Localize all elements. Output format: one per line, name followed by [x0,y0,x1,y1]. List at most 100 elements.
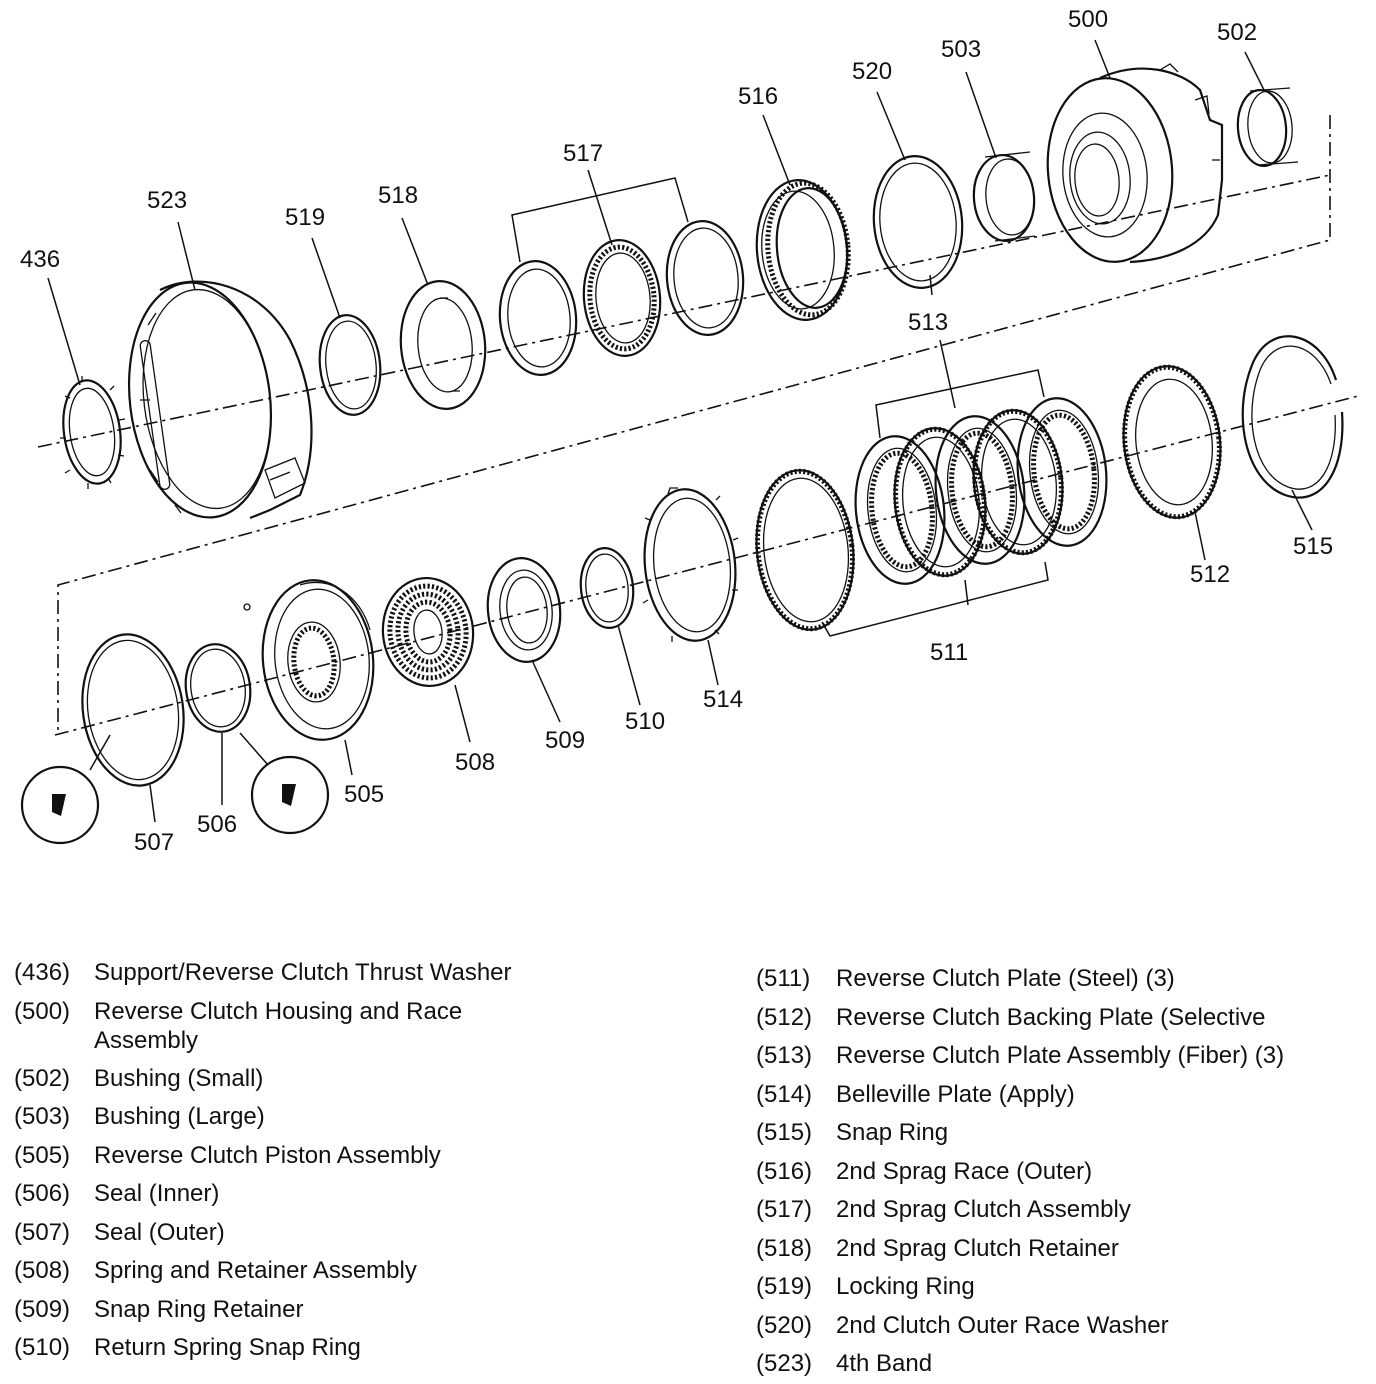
part-510-return-spring-snap-ring [579,547,635,629]
legend-row: (516) 2nd Sprag Race (Outer) [756,1153,1376,1192]
lubricate-symbol-left [20,765,100,845]
callout-517: 517 [563,140,603,167]
part-511-steel-plates [755,408,1064,632]
legend-desc: Seal (Outer) [94,1218,225,1246]
part-506-seal-inner [184,643,252,733]
legend-desc: 2nd Clutch Outer Race Washer [836,1311,1169,1339]
legend-code: (511) [756,965,811,992]
part-509-snap-ring-retainer [486,557,562,663]
part-520-outer-race-washer [872,155,964,289]
legend-desc: Reverse Clutch Piston Assembly [94,1141,441,1169]
callout-436: 436 [20,246,60,273]
legend-row: (511) Reverse Clutch Plate (Steel) (3) [756,960,1376,999]
part-500-reverse-clutch-housing [1046,63,1224,264]
legend-desc: 2nd Sprag Clutch Retainer [836,1234,1119,1262]
callout-523: 523 [147,187,187,214]
row-connector-line [57,115,1331,735]
legend-code: (519) [756,1273,813,1300]
legend-desc: Seal (Inner) [94,1180,220,1207]
legend-row: (508)Spring and Retainer Assembly [14,1252,634,1291]
legend-code: (514) [756,1080,813,1108]
legend-row: (514) Belleville Plate (Apply) [756,1076,1376,1115]
callout-516: 516 [738,83,778,110]
part-508-spring-retainer [381,576,475,688]
callout-514: 514 [703,686,743,713]
legend-desc: 4th Band [836,1350,933,1377]
callout-507: 507 [134,829,174,856]
legend-row: (517)2nd Sprag Clutch Assembly [756,1191,1376,1230]
legend-code: (513) [756,1042,813,1069]
legend-code: (509) [14,1295,71,1323]
callout-515: 515 [1293,533,1333,560]
callout-518: 518 [378,182,418,209]
part-515-snap-ring [1241,335,1344,499]
callout-511: 511 [930,639,968,666]
legend-row: (510)Return Spring Snap Ring [14,1329,634,1368]
callout-500: 500 [1068,6,1108,33]
part-518-sprag-clutch-retainer [399,280,487,410]
lubricate-symbol-right [250,755,330,835]
legend-desc: Snap Ring Retainer [94,1295,304,1323]
legend-desc: 2nd Sprag Race (Outer) [836,1157,1093,1185]
legend-desc: 2nd Sprag Clutch Assembly [836,1196,1131,1223]
bracket-511 [821,561,1049,637]
callout-506: 506 [197,811,237,838]
bracket-517 [511,177,689,263]
lower-center-axis [54,395,1359,736]
callout-520: 520 [852,58,892,85]
legend-code: (515) [756,1119,813,1146]
part-503-bushing-large [972,151,1036,243]
part-507-seal-outer [81,633,185,787]
part-517-sprag-clutch-assembly [498,220,745,376]
legend-code: (502) [14,1064,71,1092]
legend-row: (523)4th Band [756,1345,1376,1384]
legend-row: (520)2nd Clutch Outer Race Washer [756,1307,1376,1346]
legend-row: (503) Bushing (Large) [14,1098,634,1137]
legend-row: (506) Seal (Inner) [14,1175,634,1214]
callout-505: 505 [344,781,384,808]
legend-code: (512) [756,1003,813,1031]
legend-row: (500) Reverse Clutch Housing and Race Ass… [14,993,634,1060]
legend-code: (507) [14,1218,71,1246]
legend-row: (512) Reverse Clutch Backing Plate (Selec… [756,999,1376,1038]
callout-509: 509 [545,727,585,754]
legend-row: (513) Reverse Clutch Plate Assembly (Fibe… [756,1037,1376,1076]
legend-desc: Reverse Clutch Backing Plate (Selective [836,1003,1266,1031]
legend-desc: Reverse Clutch Plate (Steel) (3) [836,965,1175,992]
legend-row: (507) Seal (Outer) [14,1214,634,1253]
legend-code: (510) [14,1334,71,1361]
legend-desc: Support/Reverse Clutch Thrust Washer [94,959,512,986]
legend-row: (518) 2nd Sprag Clutch Retainer [756,1230,1376,1269]
legend-row: (515) Snap Ring [756,1114,1376,1153]
legend-desc: Reverse Clutch Housing and Race Assembly [94,997,463,1054]
legend-desc: Reverse Clutch Plate Assembly (Fiber) (3… [836,1042,1285,1069]
part-519-locking-ring [318,314,382,416]
callout-503: 503 [941,36,981,63]
callout-513: 513 [908,309,948,336]
legend-desc: Spring and Retainer Assembly [94,1257,417,1284]
bracket-513 [875,369,1045,439]
part-514-belleville-plate [642,487,739,642]
part-512-backing-plate [1122,364,1222,520]
legend-row: (509) Snap Ring Retainer [14,1291,634,1330]
legend-code: (516) [756,1157,813,1185]
legend-code: (436) [14,959,71,986]
legend-desc: Bushing (Small) [94,1064,264,1092]
part-505-reverse-clutch-piston [243,579,375,741]
part-516-sprag-race-outer [755,179,851,321]
legend-desc: Locking Ring [836,1273,975,1300]
legend-row: (436) Support/Reverse Clutch Thrust Washe… [14,954,634,993]
legend-desc: Belleville Plate (Apply) [836,1080,1075,1108]
callout-510: 510 [625,708,665,735]
legend-code: (503) [14,1103,71,1130]
part-502-bushing-small [1236,87,1299,168]
parts-legend-left: (436) Support/Reverse Clutch Thrust Washe… [14,954,634,1368]
legend-desc: Snap Ring [836,1119,949,1146]
part-436-thrust-washer [60,376,126,489]
legend-code: (500) [14,997,71,1025]
callout-508: 508 [455,749,495,776]
callout-519: 519 [285,204,325,231]
legend-desc: Bushing (Large) [94,1103,265,1130]
legend-code: (518) [756,1234,813,1262]
legend-code: (506) [14,1180,71,1207]
